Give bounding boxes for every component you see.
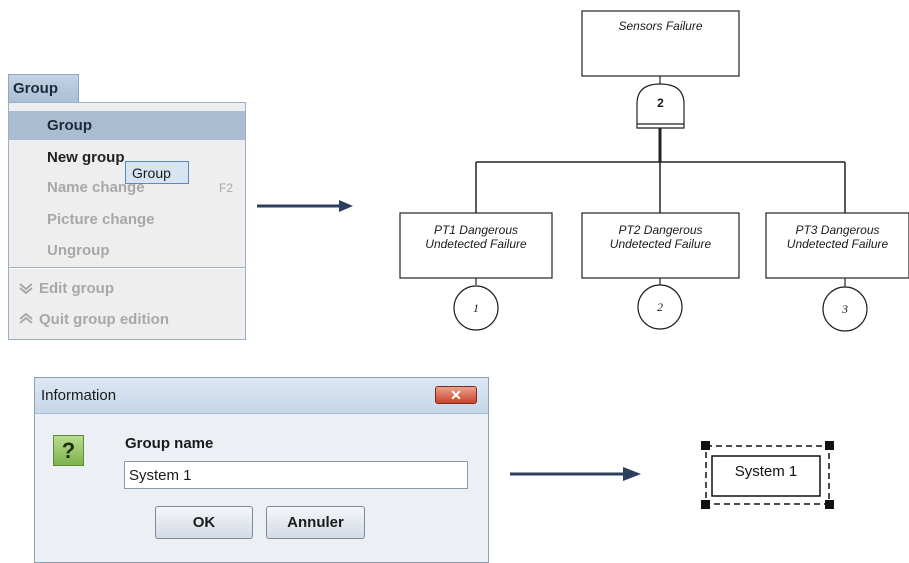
menu-item-label: Picture change bbox=[47, 211, 155, 228]
event-box-3 bbox=[765, 212, 909, 279]
menu-item-label: Name change bbox=[47, 179, 145, 196]
menu-item-label: Ungroup bbox=[47, 242, 110, 259]
event-label-line: PT1 Dangerous bbox=[433, 223, 519, 237]
menu-item-picture-change[interactable]: Picture change bbox=[9, 205, 245, 234]
event-label-3: PT3 Dangerous Undetected Failure bbox=[766, 223, 909, 251]
menu-item-name-change[interactable]: Name change F2 bbox=[9, 173, 245, 202]
dialog-title-bar[interactable]: Information ✕ bbox=[35, 378, 488, 414]
menu-tab-group[interactable]: Group bbox=[8, 74, 79, 103]
resize-handle bbox=[701, 441, 710, 450]
menu-item-edit-group[interactable]: Edit group bbox=[9, 274, 245, 303]
close-icon: ✕ bbox=[450, 387, 462, 403]
chevron-up-icon bbox=[19, 313, 33, 324]
event-label-line: Undetected Failure bbox=[786, 237, 889, 251]
event-box-2 bbox=[581, 212, 740, 279]
chevron-down-icon bbox=[19, 283, 33, 294]
event-label-1: PT1 Dangerous Undetected Failure bbox=[400, 223, 552, 251]
arrow-right-icon bbox=[257, 200, 353, 212]
event-label-2: PT2 Dangerous Undetected Failure bbox=[582, 223, 739, 251]
group-node-diagram bbox=[701, 441, 834, 509]
close-button[interactable]: ✕ bbox=[435, 386, 477, 404]
dialog-title: Information bbox=[41, 387, 117, 404]
group-name-label: Group name bbox=[125, 435, 214, 452]
basic-event-number-3: 3 bbox=[842, 302, 848, 316]
menu-item-new-group[interactable]: New group bbox=[9, 143, 245, 172]
menu-item-label: New group bbox=[47, 149, 125, 166]
basic-event-circle-1 bbox=[453, 285, 499, 331]
menu-item-group[interactable]: Group bbox=[9, 111, 245, 140]
menu-item-ungroup[interactable]: Ungroup bbox=[9, 236, 245, 265]
event-box-1 bbox=[399, 212, 553, 279]
arrow-right-icon bbox=[510, 467, 641, 481]
menu-item-label: Group bbox=[47, 117, 92, 134]
top-event-label: Sensors Failure bbox=[618, 19, 703, 33]
ok-button[interactable]: OK bbox=[155, 506, 253, 539]
cancel-button[interactable]: Annuler bbox=[266, 506, 365, 539]
event-label-line: PT2 Dangerous bbox=[618, 223, 703, 237]
gate-value-label: 2 bbox=[657, 96, 664, 110]
group-tooltip: Group bbox=[125, 161, 189, 184]
resize-handle bbox=[825, 441, 834, 450]
basic-event-number-2: 2 bbox=[657, 300, 663, 314]
event-label-line: Undetected Failure bbox=[609, 237, 712, 251]
basic-event-number-1: 1 bbox=[473, 301, 479, 315]
voting-gate-icon bbox=[636, 83, 685, 129]
event-label-line: Undetected Failure bbox=[425, 237, 527, 251]
shortcut-label: F2 bbox=[218, 181, 233, 195]
group-node-label: System 1 bbox=[734, 463, 798, 480]
fault-tree-diagram bbox=[399, 10, 909, 332]
menu-item-label: Edit group bbox=[39, 280, 114, 297]
information-dialog: Information ✕ ? Group name OK Annuler bbox=[34, 377, 489, 563]
menu-item-label: Quit group edition bbox=[39, 311, 169, 328]
group-name-input[interactable] bbox=[124, 461, 468, 489]
event-label-line: PT3 Dangerous bbox=[795, 223, 880, 237]
basic-event-circle-3 bbox=[822, 286, 868, 332]
menu-item-quit-group-edition[interactable]: Quit group edition bbox=[9, 305, 245, 334]
basic-event-circle-2 bbox=[637, 284, 683, 330]
question-icon: ? bbox=[53, 435, 84, 466]
resize-handle bbox=[825, 500, 834, 509]
group-menu-panel: Group New group Name change F2 Picture c… bbox=[8, 102, 246, 340]
menu-separator bbox=[9, 267, 245, 269]
resize-handle bbox=[701, 500, 710, 509]
